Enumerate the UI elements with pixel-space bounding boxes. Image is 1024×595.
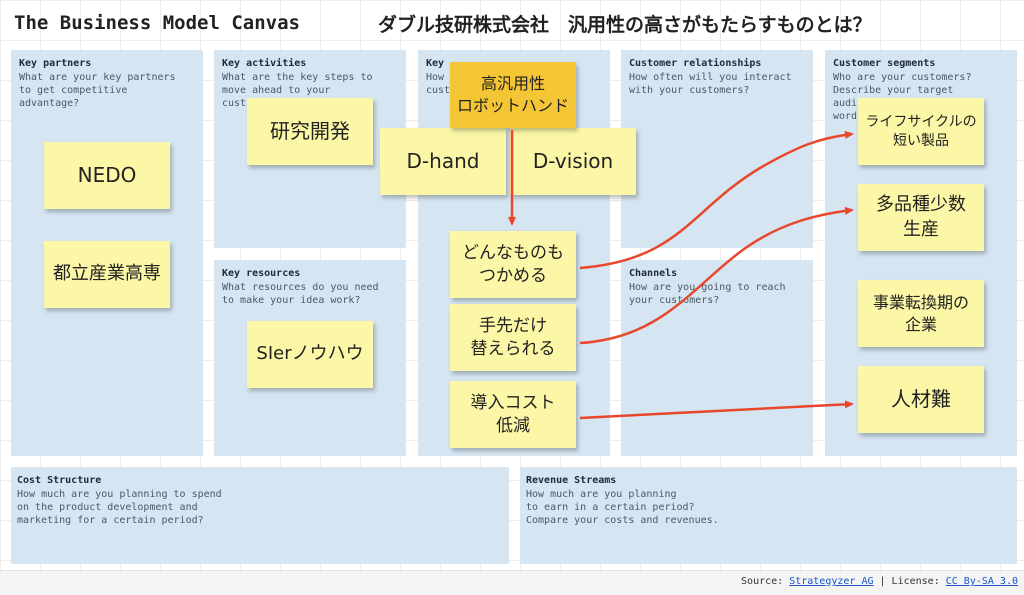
channels-title: Channels (629, 268, 678, 279)
note-business-transition[interactable]: 事業転換期の 企業 (858, 280, 984, 347)
customer-segments-desc: Who are your customers? Describe your ta… (833, 72, 972, 122)
note-tokyo-college[interactable]: 都立産業高専 (44, 241, 170, 308)
revenue-streams-desc: How much are you planning to earn in a c… (526, 489, 719, 526)
footer-source-label: Source: (741, 576, 790, 587)
note-labor-shortage[interactable]: 人材難 (858, 366, 984, 433)
note-robot-hand[interactable]: 高汎用性 ロボットハンド (450, 62, 576, 128)
note-d-vision[interactable]: D-vision (510, 128, 636, 195)
note-nedo[interactable]: NEDO (44, 142, 170, 209)
cost-structure-title: Cost Structure (17, 475, 102, 486)
revenue-streams-box: Revenue Streams How much are you plannin… (520, 467, 1017, 564)
note-d-hand[interactable]: D-hand (380, 128, 506, 195)
key-resources-title: Key resources (222, 268, 301, 279)
customer-segments-title: Customer segments (833, 58, 936, 69)
value-propositions-title: Key (426, 58, 445, 69)
note-low-cost[interactable]: 導入コスト 低減 (450, 381, 576, 448)
footer-credits: Source: Strategyzer AG | License: CC By-… (741, 576, 1018, 587)
key-partners-desc: What are your key partners to get compet… (19, 72, 176, 109)
note-high-mix[interactable]: 多品種少数 生産 (858, 184, 984, 251)
license-link[interactable]: CC By-SA 3.0 (945, 576, 1018, 587)
channels-box: Channels How are you going to reach your… (621, 260, 813, 456)
note-research[interactable]: 研究開発 (247, 98, 373, 165)
canvas-title: The Business Model Canvas (14, 12, 300, 34)
note-swap-fingertips[interactable]: 手先だけ 替えられる (450, 304, 576, 371)
page-title: ダブル技研株式会社 汎用性の高さがもたらすものとは？ (378, 14, 872, 36)
note-sier-knowhow[interactable]: SIerノウハウ (247, 321, 373, 388)
note-grab-anything[interactable]: どんなものも つかめる (450, 231, 576, 298)
revenue-streams-title: Revenue Streams (526, 475, 617, 486)
channels-desc: How are you going to reach your customer… (629, 282, 786, 306)
customer-relationships-title: Customer relationships (629, 58, 762, 69)
customer-relationships-box: Customer relationships How often will yo… (621, 50, 813, 248)
source-link[interactable]: Strategyzer AG (789, 576, 874, 587)
key-partners-title: Key partners (19, 58, 92, 69)
cost-structure-box: Cost Structure How much are you planning… (11, 467, 509, 564)
key-activities-desc: What are the key steps to move ahead to … (222, 72, 373, 109)
key-activities-title: Key activities (222, 58, 307, 69)
cost-structure-desc: How much are you planning to spend on th… (17, 489, 222, 526)
footer-separator: | License: (873, 576, 946, 587)
bottom-strip (0, 570, 1024, 595)
customer-relationships-desc: How often will you interact with your cu… (629, 72, 792, 96)
note-short-lifecycle[interactable]: ライフサイクルの 短い製品 (858, 98, 984, 165)
key-activities-box: Key activities What are the key steps to… (214, 50, 406, 248)
key-resources-desc: What resources do you need to make your … (222, 282, 379, 306)
value-propositions-desc: How cust (426, 72, 451, 96)
